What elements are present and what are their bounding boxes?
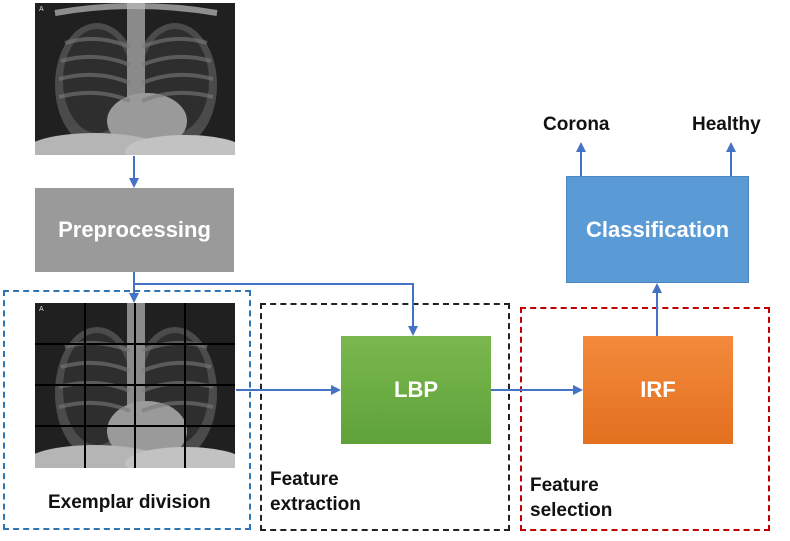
classification-label-wrap: Classification <box>566 176 749 283</box>
preprocessing-label: Preprocessing <box>58 217 211 242</box>
corona-label: Corona <box>543 114 610 135</box>
gridded-xray-illustration <box>35 303 235 468</box>
arrow-preprocessing-to-lbp <box>134 283 418 336</box>
healthy-label: Healthy <box>692 114 761 135</box>
lbp-label-wrap: LBP <box>341 336 491 444</box>
exemplar-division-region <box>3 290 251 530</box>
exemplar-division-label: Exemplar division <box>48 492 211 513</box>
irf-box <box>583 336 733 444</box>
feature-selection-label: Feature selection <box>530 475 613 521</box>
feature-selection-region <box>520 307 770 531</box>
xray-marker: A <box>39 6 44 13</box>
feature-extraction-region <box>260 303 510 531</box>
xray-illustration <box>35 3 235 155</box>
lbp-label: LBP <box>394 377 438 402</box>
lbp-box <box>341 336 491 444</box>
irf-label: IRF <box>640 377 676 402</box>
classification-box <box>566 176 749 283</box>
feature-extraction-label: Feature extraction <box>270 469 361 515</box>
gridded-xray-image: A <box>35 303 235 468</box>
xray-image: A <box>35 3 235 155</box>
gridded-xray-marker: A <box>39 306 44 313</box>
preprocessing-box: Preprocessing <box>35 188 234 272</box>
classification-label: Classification <box>585 216 730 242</box>
irf-label-wrap: IRF <box>583 336 733 444</box>
